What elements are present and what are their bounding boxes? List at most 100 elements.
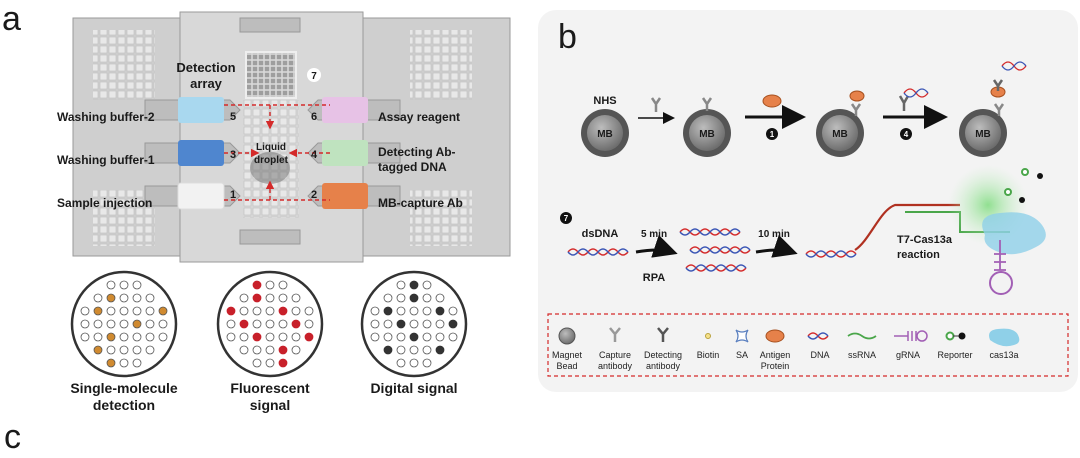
signal-dot [265, 332, 275, 342]
signal-circle-single-molecule [70, 270, 178, 378]
signal-dot [239, 319, 249, 329]
signal-dot [119, 293, 129, 303]
signal-dot [132, 345, 142, 355]
legend-label: SA [736, 350, 748, 360]
signal-dot [132, 332, 142, 342]
dna-strand [679, 228, 741, 236]
signal-dot [158, 332, 168, 342]
legend-label: Bead [556, 361, 577, 371]
well-sample-injection [177, 182, 225, 210]
signal-dot [239, 345, 249, 355]
signal-dot [119, 306, 129, 316]
signal-dot [239, 306, 249, 316]
signal-dot [278, 345, 288, 355]
dna-icon [807, 332, 829, 340]
signal-dot [158, 319, 168, 329]
signal-dot [396, 293, 406, 303]
signal-dot [291, 332, 301, 342]
legend-label: gRNA [896, 350, 920, 360]
signal-dot [383, 332, 393, 342]
signal-dot [435, 306, 445, 316]
signal-dot [304, 306, 314, 316]
signal-dot [409, 332, 419, 342]
signal-dot [252, 319, 262, 329]
left-grid-top [93, 30, 155, 100]
legend-label: cas13a [989, 350, 1018, 360]
well-num-1: 1 [230, 189, 236, 201]
signal-dot [93, 306, 103, 316]
magnet-bead-2: MB [683, 109, 731, 157]
signal-dot [106, 293, 116, 303]
panel-c-label: c [4, 418, 21, 456]
label-sample-injection: Sample injection [57, 196, 152, 210]
signal-dot [226, 306, 236, 316]
signal-dot [409, 293, 419, 303]
signal-dot [409, 280, 419, 290]
rpa-label: RPA [643, 272, 665, 284]
right-grid-bottom [410, 190, 472, 246]
signal-dot [278, 319, 288, 329]
mb-text-3: MB [832, 129, 848, 140]
signal-dot [278, 332, 288, 342]
dna-strand [805, 250, 857, 258]
detection-array-label-2: array [190, 76, 223, 91]
grna-icon [894, 330, 928, 342]
legend: MagnetBeadCaptureantibodyDetectingantibo… [547, 313, 1069, 377]
signal-dot [265, 345, 275, 355]
antigen-protein-icon [765, 329, 785, 343]
bead-row: MB NHS MB 1 MB 4 MB [581, 61, 1027, 157]
signal-dot [422, 345, 432, 355]
five-min-label: 5 min [641, 229, 667, 240]
signal-dot [119, 332, 129, 342]
dna-strand [685, 264, 747, 272]
signal-dot [145, 332, 155, 342]
liquid-droplet [250, 152, 290, 184]
well-num-3: 3 [230, 149, 236, 161]
array-number: 7 [311, 71, 317, 82]
signal-dot [396, 358, 406, 368]
signal-dot [383, 345, 393, 355]
signal-dot [119, 345, 129, 355]
signal-circle-digital [360, 270, 468, 378]
signal-label-3a: Digital signal [370, 380, 457, 396]
legend-label: Protein [761, 361, 790, 371]
signal-dot [422, 280, 432, 290]
liquid-droplet-label-1: Liquid [256, 142, 286, 153]
dsdna-label: dsDNA [582, 228, 619, 240]
step-4-marker: 4 [904, 130, 909, 139]
signal-dot [226, 319, 236, 329]
liquid-droplet-label-2: droplet [254, 155, 289, 166]
signal-dot [80, 332, 90, 342]
signal-dot [409, 319, 419, 329]
well-num-2: 2 [311, 189, 317, 201]
signal-dot [435, 293, 445, 303]
well-num-4: 4 [311, 149, 318, 161]
signal-dot [158, 306, 168, 316]
signal-dot [396, 306, 406, 316]
biotin-icon [705, 333, 711, 339]
signal-dot [396, 319, 406, 329]
legend-label: Detecting [644, 350, 682, 360]
panel-b-label: b [558, 18, 577, 56]
cas13a-icon [989, 328, 1020, 347]
well-detecting-ab [322, 140, 368, 166]
signal-dot [396, 280, 406, 290]
signal-dot [278, 306, 288, 316]
signal-dot [396, 332, 406, 342]
signal-dot [370, 332, 380, 342]
signal-dot [252, 345, 262, 355]
signal-dot [93, 332, 103, 342]
signal-dot [448, 319, 458, 329]
signal-dot [435, 332, 445, 342]
signal-dot [448, 306, 458, 316]
well-num-5: 5 [230, 111, 236, 123]
signal-dot [422, 332, 432, 342]
legend-label: ssRNA [848, 350, 876, 360]
legend-label: Magnet [552, 350, 583, 360]
signal-dot [409, 306, 419, 316]
legend-label: Reporter [937, 350, 972, 360]
well-washing-buffer-2 [178, 97, 224, 123]
signal-dot [291, 306, 301, 316]
